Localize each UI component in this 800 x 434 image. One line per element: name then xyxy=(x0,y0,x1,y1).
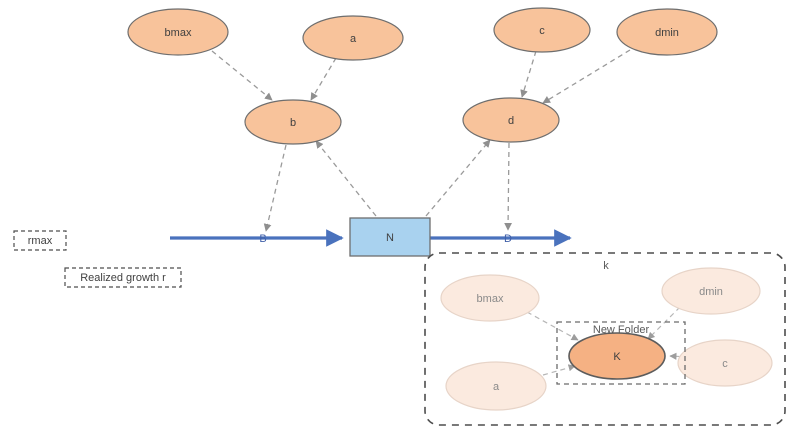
edge-b-to-flow-b xyxy=(263,144,287,232)
edge-k-bmax-to-K xyxy=(526,311,579,341)
edge-dmin-to-d xyxy=(542,49,631,104)
edge-stock-n-to-b xyxy=(315,140,377,217)
node-k-c-shape[interactable] xyxy=(677,339,773,387)
node-k-a-shape[interactable] xyxy=(445,361,547,411)
group-k-label: k xyxy=(603,260,609,272)
node-k-a[interactable]: a xyxy=(445,361,547,411)
edge-k-a-to-K xyxy=(542,364,576,376)
node-k-c[interactable]: c xyxy=(677,339,773,387)
node-bmax[interactable]: bmax xyxy=(127,8,229,56)
stock-node-n-shape[interactable] xyxy=(349,217,431,257)
group-new-folder-box[interactable] xyxy=(556,321,686,385)
edge-group-top xyxy=(211,49,631,232)
node-k-bmax[interactable]: bmax xyxy=(440,274,540,322)
edge-d-to-flow-d xyxy=(504,142,512,231)
node-b[interactable]: b xyxy=(244,99,342,145)
node-a[interactable]: a xyxy=(302,15,404,61)
edge-a-to-b xyxy=(310,57,337,101)
node-K-shape[interactable] xyxy=(568,332,666,380)
node-k-dmin[interactable]: dmin xyxy=(661,267,761,315)
stock-node-n[interactable]: N xyxy=(349,217,431,257)
node-k-dmin-shape[interactable] xyxy=(661,267,761,315)
node-c-shape[interactable] xyxy=(493,7,591,53)
node-dmin[interactable]: dmin xyxy=(616,8,718,56)
node-K[interactable]: K xyxy=(568,332,666,380)
node-d[interactable]: d xyxy=(462,97,560,143)
edge-stock-n-to-d xyxy=(425,139,491,217)
node-b-shape[interactable] xyxy=(244,99,342,145)
tag-rmax[interactable]: rmax xyxy=(13,230,67,251)
tag-rmax-box[interactable] xyxy=(13,230,67,251)
node-c[interactable]: c xyxy=(493,7,591,53)
edge-bmax-to-b xyxy=(211,50,273,101)
node-a-shape[interactable] xyxy=(302,15,404,61)
node-d-shape[interactable] xyxy=(462,97,560,143)
tag-realized-growth[interactable]: Realized growth r xyxy=(64,267,182,288)
edge-k-dmin-to-K xyxy=(647,306,681,340)
tag-realized-growth-box[interactable] xyxy=(64,267,182,288)
node-k-bmax-shape[interactable] xyxy=(440,274,540,322)
edge-c-to-d xyxy=(520,50,537,98)
node-bmax-shape[interactable] xyxy=(127,8,229,56)
node-dmin-shape[interactable] xyxy=(616,8,718,56)
